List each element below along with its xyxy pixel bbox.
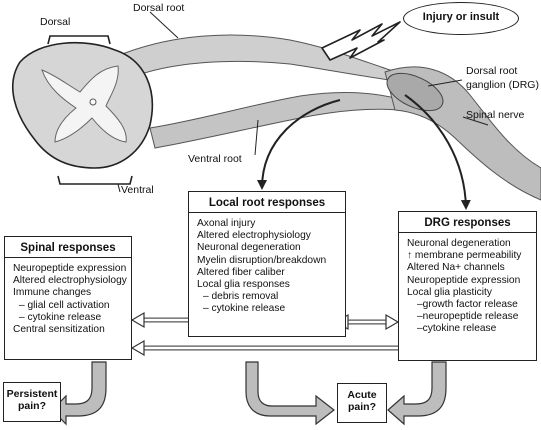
- ventral-root-shape: [149, 91, 401, 149]
- list-item: ↑ membrane permeability: [407, 250, 522, 262]
- ventral-root-label: Ventral root: [188, 153, 242, 165]
- list-item: Myelin disruption/breakdown: [197, 254, 327, 266]
- dorsal-bracket: [47, 35, 111, 45]
- local-root-title: Local root responses: [189, 192, 345, 213]
- list-item: – debris removal: [203, 291, 279, 303]
- arrow-to-drg: [404, 94, 471, 210]
- grey-matter-shape: [41, 65, 127, 143]
- list-item: Central sensitization: [13, 324, 105, 336]
- list-item: Altered electrophysiology: [197, 230, 311, 242]
- list-item: Altered electrophysiology: [13, 275, 127, 287]
- drg-responses-box: DRG responses Neuronal degeneration ↑ me…: [398, 211, 537, 361]
- list-item: –cytokine release: [417, 323, 497, 335]
- drg-label-line1: Dorsal root: [466, 65, 518, 77]
- dorsal-label: Dorsal: [40, 16, 71, 28]
- drg-title: DRG responses: [399, 212, 536, 233]
- arrow-drg-to-spinal-head: [130, 339, 145, 357]
- acute-pain-line1: Acute: [347, 389, 377, 401]
- list-item: – cytokine release: [19, 311, 102, 323]
- central-canal-shape: [89, 98, 97, 106]
- spinal-nerve-label: Spinal nerve: [466, 109, 525, 121]
- acute-pain-box: Acute pain?: [337, 383, 387, 423]
- ventral-label: Ventral: [121, 184, 154, 196]
- dorsal-root-leader: [149, 11, 179, 39]
- ventral-bracket: [57, 175, 133, 185]
- persistent-pain-line2: pain?: [18, 400, 46, 412]
- list-item: Neuropeptide expression: [13, 263, 127, 274]
- local-root-list: Axonal injury Altered electrophysiology …: [189, 213, 345, 320]
- list-item: –neuropeptide release: [417, 311, 519, 323]
- lightning-bolt-icon: [321, 21, 401, 61]
- list-item: – cytokine release: [203, 303, 286, 315]
- dorsal-root-label: Dorsal root: [133, 2, 185, 14]
- list-item: Local glia plasticity: [407, 286, 492, 298]
- arrow-local-drg-head-right: [385, 313, 400, 331]
- list-item: –growth factor release: [417, 299, 518, 311]
- persistent-pain-box: Persistent pain?: [3, 382, 61, 422]
- spinal-nerve-leader: [462, 116, 489, 126]
- injury-oval: Injury or insult: [403, 2, 519, 35]
- arrow-drg-to-acute: [387, 361, 447, 426]
- drg-leader: [427, 79, 463, 87]
- arrow-to-local-root: [257, 99, 341, 190]
- spinal-list: Neuropeptide expression Altered electrop…: [5, 258, 131, 340]
- list-item: Altered fiber caliber: [197, 266, 285, 278]
- list-item: Immune changes: [13, 287, 92, 299]
- list-item: Altered Na+ channels: [407, 262, 505, 274]
- persistent-pain-line1: Persistent: [6, 388, 58, 400]
- ventral-label-leader: [117, 183, 121, 193]
- list-item: Neuronal degeneration: [407, 238, 511, 249]
- drg-ganglion-shape: [386, 72, 444, 112]
- drg-list: Neuronal degeneration ↑ membrane permeab…: [399, 233, 536, 340]
- list-item: Neuropeptide expression: [407, 274, 521, 286]
- ventral-root-leader: [254, 119, 259, 156]
- arrow-local-to-acute: [245, 361, 335, 426]
- list-item: Neuronal degeneration: [197, 242, 301, 254]
- local-root-responses-box: Local root responses Axonal injury Alter…: [188, 191, 346, 337]
- list-item: Axonal injury: [197, 218, 256, 229]
- drg-label-line2: ganglion (DRG): [466, 79, 539, 91]
- arrow-local-to-spinal-head: [130, 311, 145, 329]
- list-item: – glial cell activation: [19, 299, 110, 311]
- list-item: Local glia responses: [197, 279, 290, 291]
- spinal-responses-box: Spinal responses Neuropeptide expression…: [4, 236, 132, 360]
- spinal-title: Spinal responses: [5, 237, 131, 258]
- acute-pain-line2: pain?: [348, 401, 376, 413]
